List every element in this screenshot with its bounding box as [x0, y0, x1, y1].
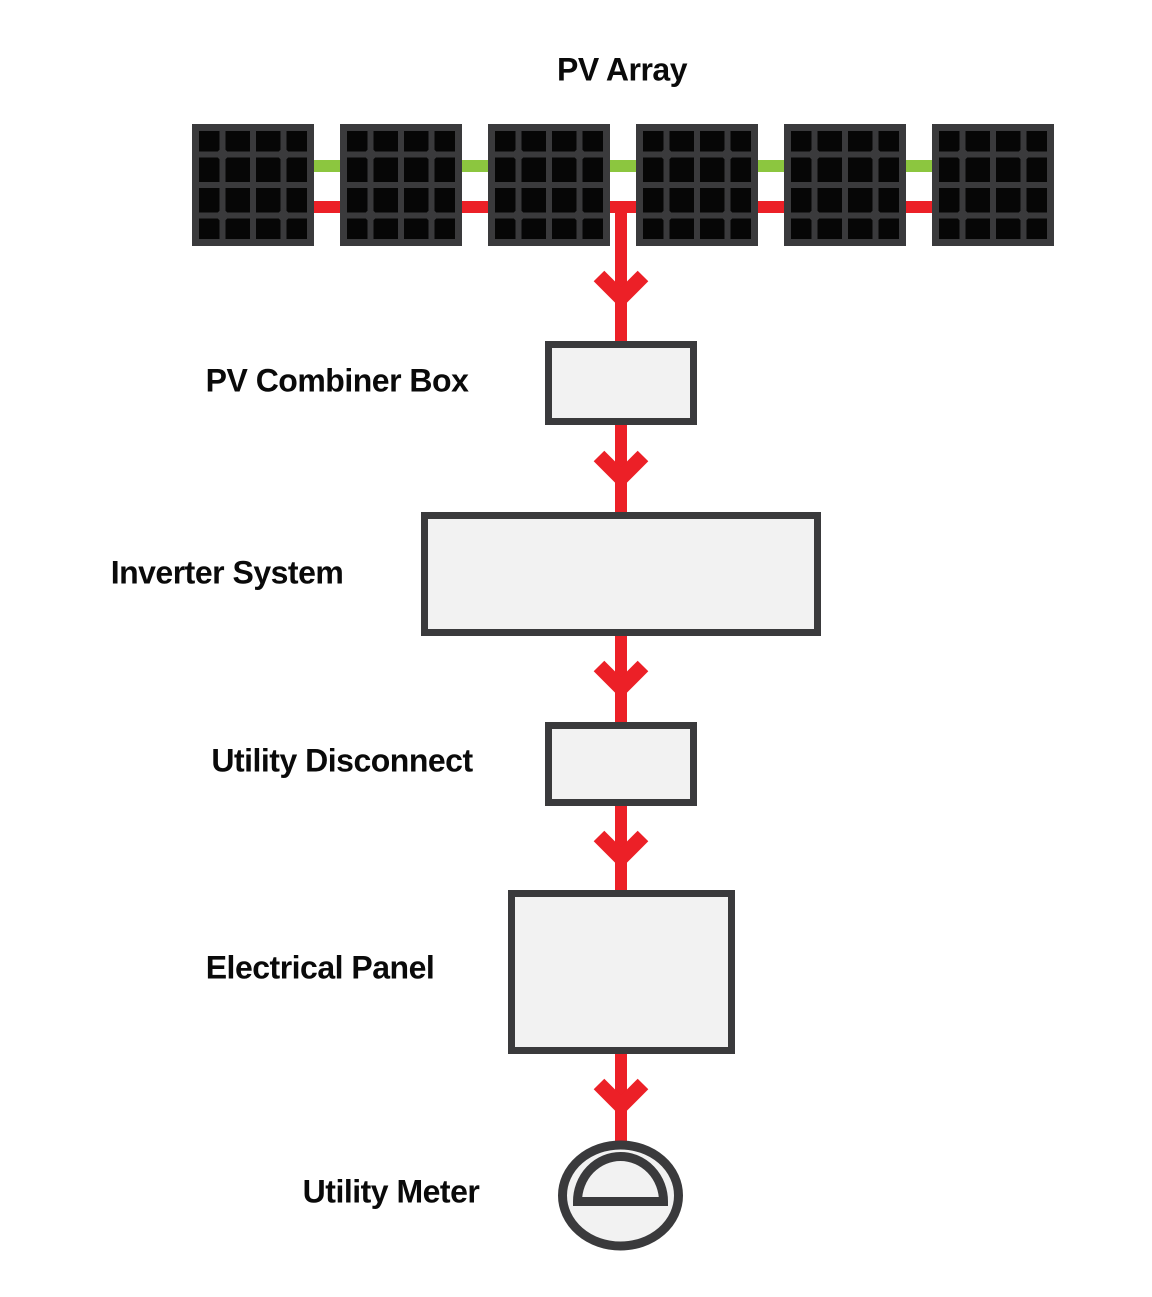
inverter-system-shape — [421, 512, 821, 636]
solar-panel — [340, 124, 462, 246]
panel-cell-node — [658, 146, 675, 163]
flow-arrowheads — [593, 270, 649, 1117]
down-arrowhead-icon — [593, 660, 649, 699]
panel-cell-node — [423, 207, 440, 224]
panel-cell-node — [423, 146, 440, 163]
panel-cell-node — [719, 207, 736, 224]
panel-cell-node — [954, 207, 971, 224]
panel-cell-node — [275, 207, 292, 224]
panel-cell-node — [806, 207, 823, 224]
down-arrowhead-icon — [593, 450, 649, 489]
utility-disconnect-shape — [545, 722, 697, 806]
panel-cell-node — [362, 207, 379, 224]
diagram-title: PV Array — [557, 51, 688, 88]
panel-cell-node — [571, 207, 588, 224]
panel-cell-node — [1015, 207, 1032, 224]
pv-array-panels — [192, 124, 1054, 246]
panel-cell-node — [1015, 146, 1032, 163]
label-electrical-panel: Electrical Panel — [205, 949, 435, 986]
panel-cell-node — [867, 146, 884, 163]
panel-cell-node — [510, 146, 527, 163]
panel-cell-node — [362, 146, 379, 163]
solar-panel — [636, 124, 758, 246]
panel-cell-node — [954, 146, 971, 163]
label-utility-meter: Utility Meter — [302, 1173, 480, 1210]
panel-cell-node — [214, 207, 231, 224]
label-inverter-system: Inverter System — [110, 554, 344, 591]
solar-panel — [784, 124, 906, 246]
label-pv-combiner-box: PV Combiner Box — [205, 362, 469, 399]
solar-panel — [488, 124, 610, 246]
panel-cell-node — [275, 146, 292, 163]
meter-dial-dome-icon — [572, 1152, 669, 1206]
panel-cell-node — [658, 207, 675, 224]
solar-panel — [192, 124, 314, 246]
panel-cell-node — [214, 146, 231, 163]
panel-cell-node — [571, 146, 588, 163]
pv-combiner-box-shape — [545, 341, 697, 425]
panel-cell-node — [510, 207, 527, 224]
panel-cell-node — [719, 146, 736, 163]
down-arrowhead-icon — [593, 830, 649, 869]
panel-cell-node — [806, 146, 823, 163]
down-arrowhead-icon — [593, 1078, 649, 1117]
panel-cell-node — [867, 207, 884, 224]
label-utility-disconnect: Utility Disconnect — [211, 742, 473, 779]
electrical-panel-shape — [508, 890, 735, 1054]
solar-panel — [932, 124, 1054, 246]
down-arrowhead-icon — [593, 270, 649, 309]
